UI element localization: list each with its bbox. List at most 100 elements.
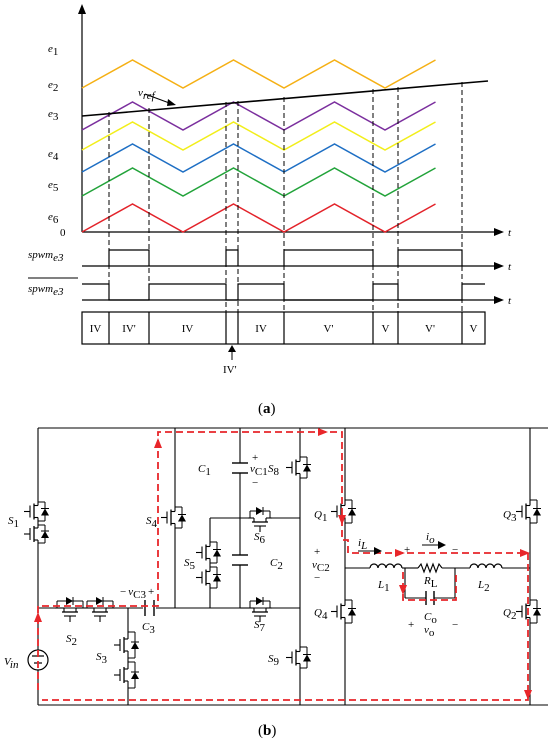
carrier-label: e4 <box>48 148 59 163</box>
inductor-l2 <box>469 563 503 569</box>
time-label-2: t <box>508 261 512 273</box>
label-vc2: vC2 <box>312 559 330 574</box>
panel-a-waveforms: vref e1 e2 e3 e4 e5 e6 0 t spwme3 t <box>28 4 512 417</box>
caption-b: (b) <box>258 723 276 739</box>
minus-vo: − <box>452 619 458 631</box>
label-s4: S4 <box>146 515 158 530</box>
label-c1: C1 <box>198 463 211 478</box>
circuit-labels: S1 S2 S3 S4 S5 S6 S7 S8 S9 Q1 Q2 Q3 Q4 C… <box>4 452 517 671</box>
label-s6: S6 <box>254 531 266 546</box>
q3-switch-symbol <box>516 498 541 525</box>
label-s5: S5 <box>184 557 196 572</box>
label-c3: C3 <box>142 621 155 636</box>
s5-lower-switch-symbol <box>196 565 221 590</box>
s3-upper-switch-symbol <box>114 630 139 660</box>
s6-switch-symbol <box>248 507 272 532</box>
mode-dividers <box>108 312 463 344</box>
spwm-axis-arrow <box>494 262 504 270</box>
label-s9: S9 <box>268 653 280 668</box>
capacitor-c1 <box>232 462 248 474</box>
mode-label: V' <box>324 323 334 335</box>
vref-pointer-head <box>167 99 176 106</box>
mode-label: V <box>382 323 390 335</box>
label-q4: Q4 <box>314 607 328 622</box>
label-io: io <box>426 531 435 546</box>
current-arrows <box>358 541 446 555</box>
s1-lower-switch-symbol <box>24 523 49 545</box>
caption-a: (a) <box>258 401 276 417</box>
label-vc3: −vC3+ <box>120 586 154 601</box>
time-label-3: t <box>508 295 512 307</box>
minus-vc1: − <box>252 477 258 489</box>
inductor-l1 <box>369 563 403 569</box>
label-rl: RL <box>423 575 438 590</box>
minus-vc2: − <box>314 572 320 584</box>
carrier-waves <box>81 59 436 233</box>
s5-upper-switch-symbol <box>196 540 221 565</box>
plus-io: + <box>404 544 410 556</box>
label-vin: Vin <box>4 656 19 671</box>
label-q2: Q2 <box>503 607 516 622</box>
carrier-wave <box>81 203 436 233</box>
s2-right-switch-symbol <box>85 597 115 622</box>
s1-upper-switch-symbol <box>24 500 49 523</box>
label-s3: S3 <box>96 651 108 666</box>
mode-label: V' <box>425 323 435 335</box>
label-l1: L1 <box>377 579 390 594</box>
mode-label: V <box>470 323 478 335</box>
spwm-label: spwme3 <box>28 249 64 264</box>
carrier-label: e5 <box>48 179 59 194</box>
carrier-labels: e1 e2 e3 e4 e5 e6 <box>48 43 59 226</box>
time-label-1: t <box>508 227 512 239</box>
carrier-wave <box>81 143 436 173</box>
spwm-bar-wave <box>82 283 485 301</box>
label-il: iL <box>358 537 367 552</box>
carrier-label: e2 <box>48 79 58 94</box>
vref-label: vref <box>138 87 157 102</box>
label-s8: S8 <box>268 463 280 478</box>
label-q1: Q1 <box>314 509 327 524</box>
carrier-wave <box>81 167 436 197</box>
switch-symbols <box>24 455 541 690</box>
mode-arrow-head <box>228 345 236 352</box>
plus-vc2: + <box>314 546 320 558</box>
minus-io: − <box>452 544 458 556</box>
spwm-pulse <box>225 249 239 266</box>
label-s7: S7 <box>254 619 266 634</box>
spwm-bar-axis-arrow <box>494 296 504 304</box>
y-axis-arrow <box>78 4 86 14</box>
label-c2: C2 <box>270 557 283 572</box>
carrier-label: e1 <box>48 43 58 58</box>
capacitor-c2 <box>232 554 248 566</box>
panel-b-circuit: S1 S2 S3 S4 S5 S6 S7 S8 S9 Q1 Q2 Q3 Q4 C… <box>4 427 548 739</box>
carrier-label: e6 <box>48 211 59 226</box>
s8-switch-symbol <box>286 455 311 480</box>
current-path <box>34 428 532 701</box>
spwm-pulse <box>397 249 463 266</box>
plus-vo: + <box>408 619 414 631</box>
label-vc1: vC1 <box>250 463 268 478</box>
s7-switch-symbol <box>248 597 272 622</box>
q2-switch-symbol <box>516 598 541 625</box>
mode-label: IV <box>255 323 267 335</box>
resistor-rl <box>417 562 443 574</box>
spwm-bar-label: spwme3 <box>28 283 64 298</box>
x-axis-arrow <box>494 228 504 236</box>
carrier-wave <box>81 101 436 131</box>
label-vo: vo <box>424 624 435 639</box>
zero-label: 0 <box>60 227 66 239</box>
label-co: Co <box>424 611 437 626</box>
carrier-wave <box>81 59 436 89</box>
mode-label: IV <box>182 323 194 335</box>
label-q3: Q3 <box>503 509 517 524</box>
carrier-label: e3 <box>48 108 59 123</box>
spwm-pulse <box>108 249 150 266</box>
s3-lower-switch-symbol <box>114 660 139 690</box>
circuit-wires <box>37 427 548 706</box>
capacitor-co <box>425 591 435 605</box>
label-l2: L2 <box>477 579 490 594</box>
q4-switch-symbol <box>331 598 356 625</box>
s4-switch-symbol <box>161 505 186 530</box>
